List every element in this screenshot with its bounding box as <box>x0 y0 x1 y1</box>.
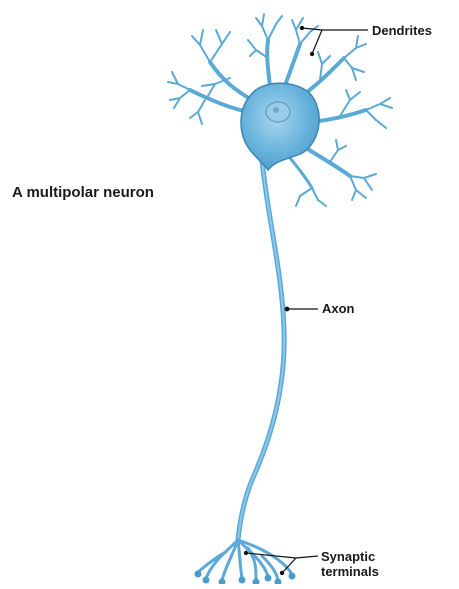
cell-body <box>241 83 319 170</box>
label-axon: Axon <box>322 301 355 316</box>
label-dendrites: Dendrites <box>372 23 432 38</box>
label-synaptic-line1: Synaptic <box>321 549 379 564</box>
label-synaptic-line2: terminals <box>321 564 379 579</box>
axon <box>238 160 284 540</box>
label-synaptic-terminals: Synaptic terminals <box>321 549 379 579</box>
diagram-caption: A multipolar neuron <box>12 184 154 201</box>
synaptic-terminals <box>198 540 292 580</box>
